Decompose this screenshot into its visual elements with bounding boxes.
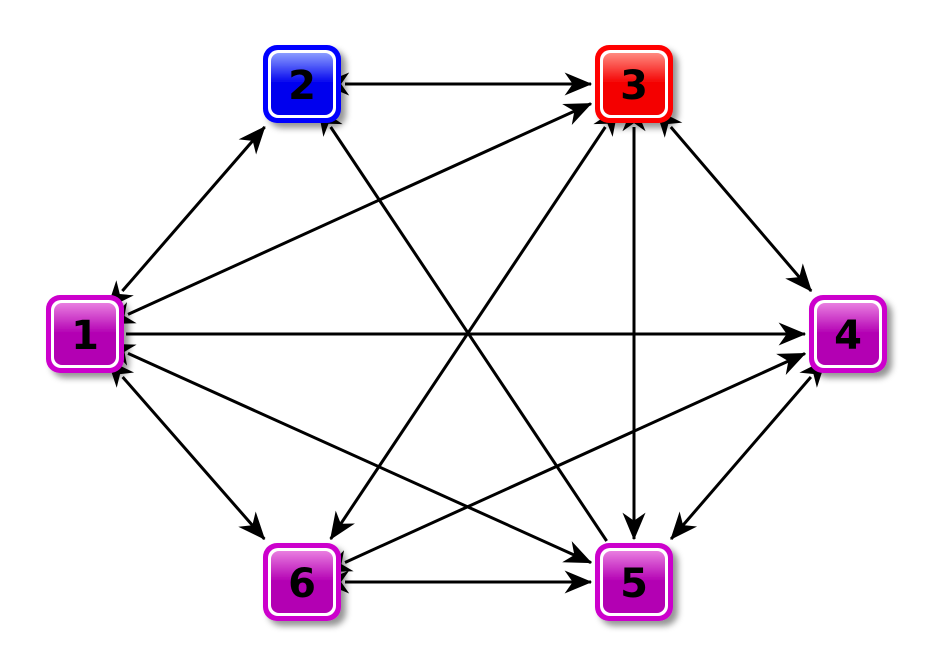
node-body (817, 303, 879, 365)
edge-layer (106, 72, 827, 594)
node-layer: 1 2 3 4 5 6 (46, 45, 887, 621)
graph-node-2[interactable]: 2 (263, 45, 341, 123)
edge-1-6 (107, 359, 266, 540)
edge-1-5 (106, 343, 593, 564)
node-label-2: 2 (288, 63, 316, 109)
edge-1-3 (106, 102, 593, 325)
graph-node-3[interactable]: 3 (595, 45, 673, 123)
node-label-6: 6 (288, 561, 316, 607)
node-body (271, 551, 333, 613)
edge-1-2 (106, 126, 266, 309)
graph-node-6[interactable]: 6 (263, 543, 341, 621)
node-label-5: 5 (620, 561, 648, 607)
node-label-4: 4 (834, 313, 862, 359)
node-body (271, 53, 333, 115)
edge-6-4 (323, 352, 807, 573)
node-body (54, 303, 116, 365)
node-body (603, 53, 665, 115)
edge-3-4 (655, 109, 813, 292)
edge-4-5 (669, 359, 827, 540)
node-label-1: 1 (71, 313, 99, 359)
node-label-3: 3 (620, 63, 648, 109)
graph-node-5[interactable]: 5 (595, 543, 673, 621)
graph-node-4[interactable]: 4 (809, 295, 887, 373)
node-body (603, 551, 665, 613)
graph-node-1[interactable]: 1 (46, 295, 124, 373)
